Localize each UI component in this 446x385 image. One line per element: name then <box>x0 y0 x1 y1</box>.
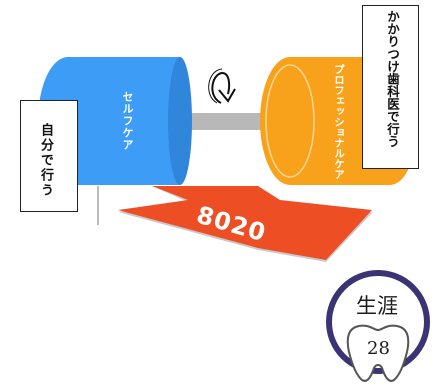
8020-arrow <box>118 186 372 260</box>
self-care-label: セルフケア <box>121 91 134 151</box>
tooth-logo-icon <box>326 270 430 382</box>
dentist-do-box <box>362 5 419 169</box>
self-do-box <box>20 100 78 212</box>
professional-care-label: プロフェッショナルケア <box>333 64 345 180</box>
self-do-label: 自分で行う <box>38 123 53 198</box>
rotate-arrow-icon <box>208 68 236 104</box>
axle <box>172 113 284 130</box>
logo-top-text: 生涯 <box>356 294 398 318</box>
logo-bottom-text: 28 <box>367 338 390 359</box>
dentist-do-label: かかりつけ歯科医で行う <box>385 10 400 148</box>
